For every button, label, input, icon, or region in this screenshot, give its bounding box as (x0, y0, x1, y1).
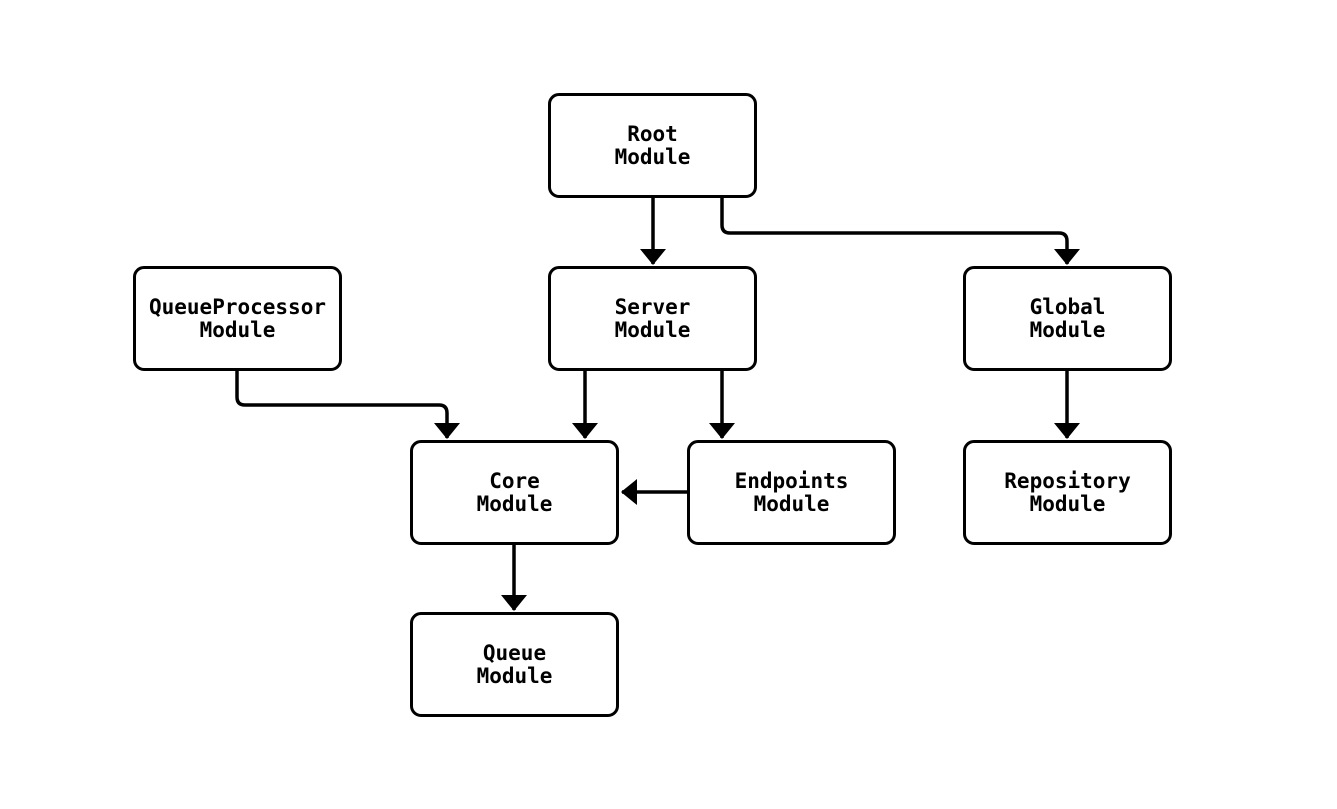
edge-queueprocessor-to-core (235, 371, 460, 439)
node-global-module-label: Global Module (1029, 294, 1106, 342)
node-repository-module-label: Repository Module (1004, 468, 1131, 516)
node-root-module-label: Root Module (614, 121, 691, 169)
node-queueprocessor-module: QueueProcessor Module (133, 266, 342, 371)
node-global-module: Global Module (963, 266, 1172, 371)
node-endpoints-module: Endpoints Module (687, 440, 896, 545)
node-queueprocessor-module-label: QueueProcessor Module (148, 294, 326, 342)
node-root-module: Root Module (548, 93, 757, 198)
node-queue-module: Queue Module (410, 612, 619, 717)
node-server-module: Server Module (548, 266, 757, 371)
node-core-module: Core Module (410, 440, 619, 545)
node-server-module-label: Server Module (614, 294, 691, 342)
edge-root-to-global (720, 198, 1080, 265)
node-repository-module: Repository Module (963, 440, 1172, 545)
node-endpoints-module-label: Endpoints Module (734, 468, 849, 516)
node-core-module-label: Core Module (476, 468, 553, 516)
node-queue-module-label: Queue Module (476, 640, 553, 688)
